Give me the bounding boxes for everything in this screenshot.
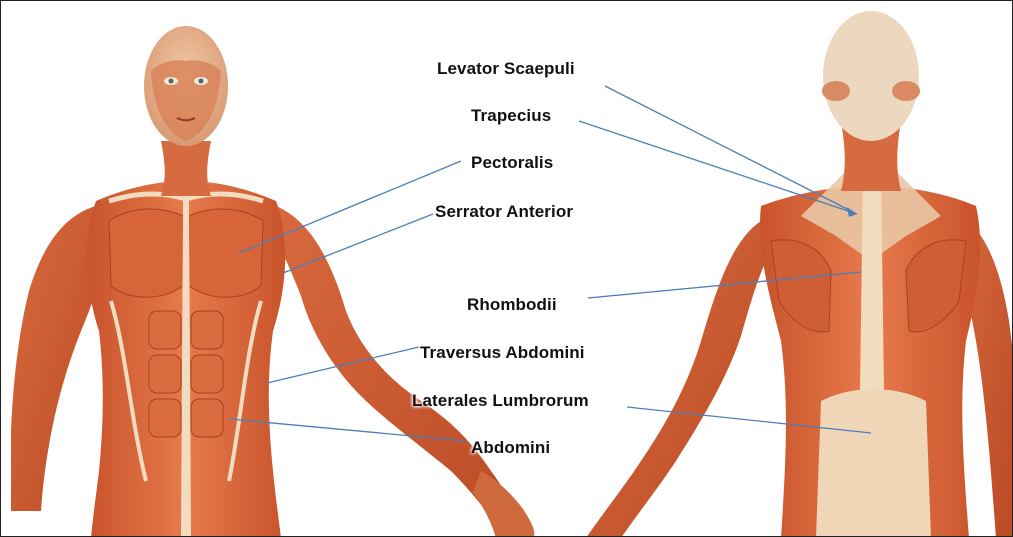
back-figure: [586, 11, 1013, 537]
label-abdomini: Abdomini: [471, 438, 550, 458]
label-traversus-abdomini: Traversus Abdomini: [420, 343, 585, 363]
label-rhombodii: Rhombodii: [467, 295, 557, 315]
label-serrator-anterior: Serrator Anterior: [435, 202, 573, 222]
label-levator-scapuli: Levator Scaepuli: [437, 59, 575, 79]
lumbar-fascia: [816, 389, 931, 537]
label-pectoralis: Pectoralis: [471, 153, 553, 173]
label-laterales-lumbrorum: Laterales Lumbrorum: [412, 391, 589, 411]
back-head: [823, 11, 919, 141]
leader-trapecius: [579, 121, 857, 214]
front-neck: [161, 141, 211, 196]
pectoral-left: [109, 209, 183, 297]
leader-levator-scapuli: [605, 86, 851, 211]
front-hand: [473, 471, 534, 537]
front-figure: [11, 26, 534, 537]
back-left-arm: [586, 221, 776, 537]
label-trapecius: Trapecius: [471, 106, 551, 126]
pectoral-right: [189, 209, 263, 297]
